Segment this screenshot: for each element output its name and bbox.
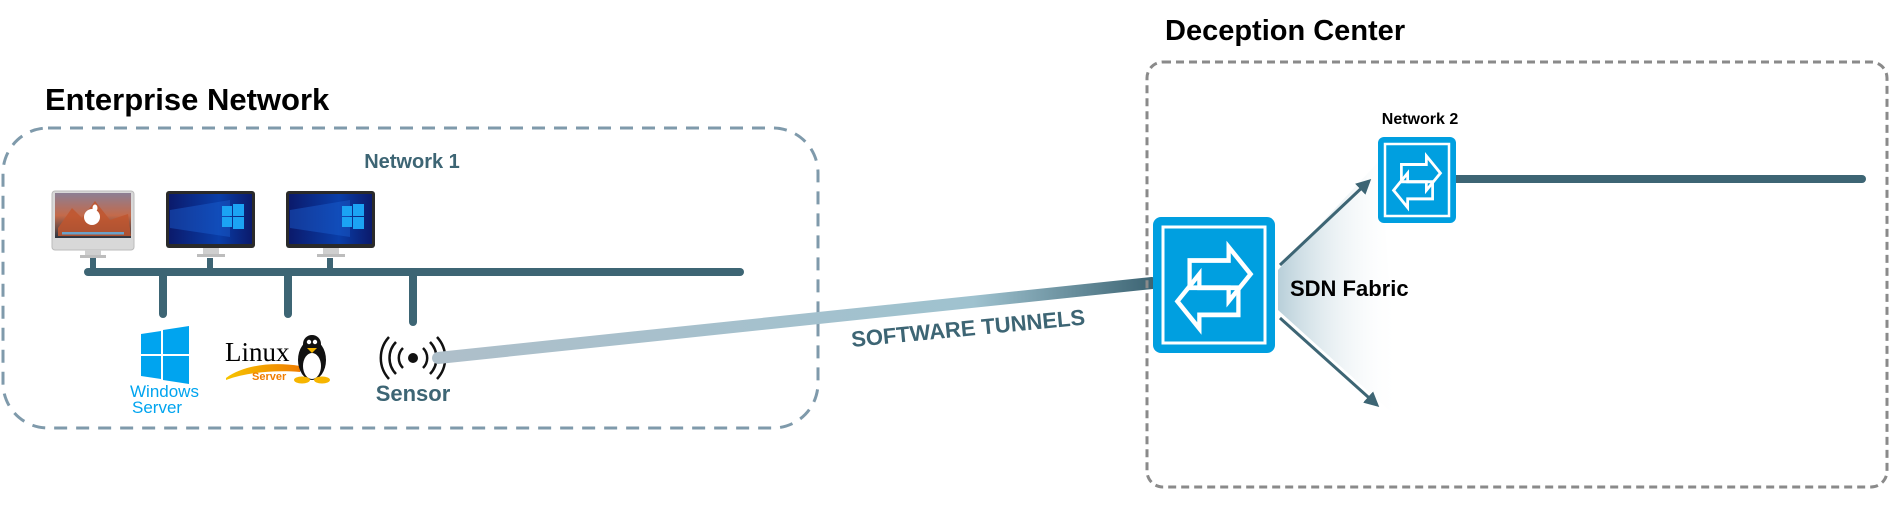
windows-monitor-icon xyxy=(166,191,255,257)
sdn-fabric-label: SDN Fabric xyxy=(1290,276,1409,301)
windows-monitor-icon xyxy=(286,191,375,257)
sdn-fabric-fan xyxy=(1278,160,1400,420)
linux-server: Linux Server xyxy=(225,335,330,384)
windows-server-label-line2: Server xyxy=(132,398,182,417)
sensor-broadcast-icon xyxy=(379,336,447,380)
network-1-label: Network 1 xyxy=(364,151,460,173)
sensor-label: Sensor xyxy=(376,381,451,406)
windows-logo-icon xyxy=(141,326,189,384)
windows-server-label-line1: Windows xyxy=(130,382,199,401)
sdn-switch-icon xyxy=(1153,217,1275,353)
linux-server-subtext: Server xyxy=(252,371,287,383)
software-tunnel-link xyxy=(432,277,1158,364)
sensor: Sensor xyxy=(376,336,451,406)
network-2-switch-icon xyxy=(1378,137,1456,223)
enterprise-network-boundary xyxy=(1,126,820,430)
network-2-label: Network 2 xyxy=(1382,111,1459,128)
enterprise-title: Enterprise Network xyxy=(45,82,330,117)
linux-logo-text: Linux xyxy=(225,337,290,367)
sdn-arrow-to-network-2 xyxy=(1278,178,1372,267)
deception-center-boundary xyxy=(1145,60,1889,489)
tux-penguin-icon xyxy=(294,335,330,384)
imac-icon xyxy=(51,190,135,258)
deception-center-title: Deception Center xyxy=(1165,15,1405,47)
windows-server: Windows Server xyxy=(130,326,199,417)
sdn-arrow-to-unnamed-network xyxy=(1278,316,1380,408)
linux-swoosh xyxy=(226,364,300,380)
